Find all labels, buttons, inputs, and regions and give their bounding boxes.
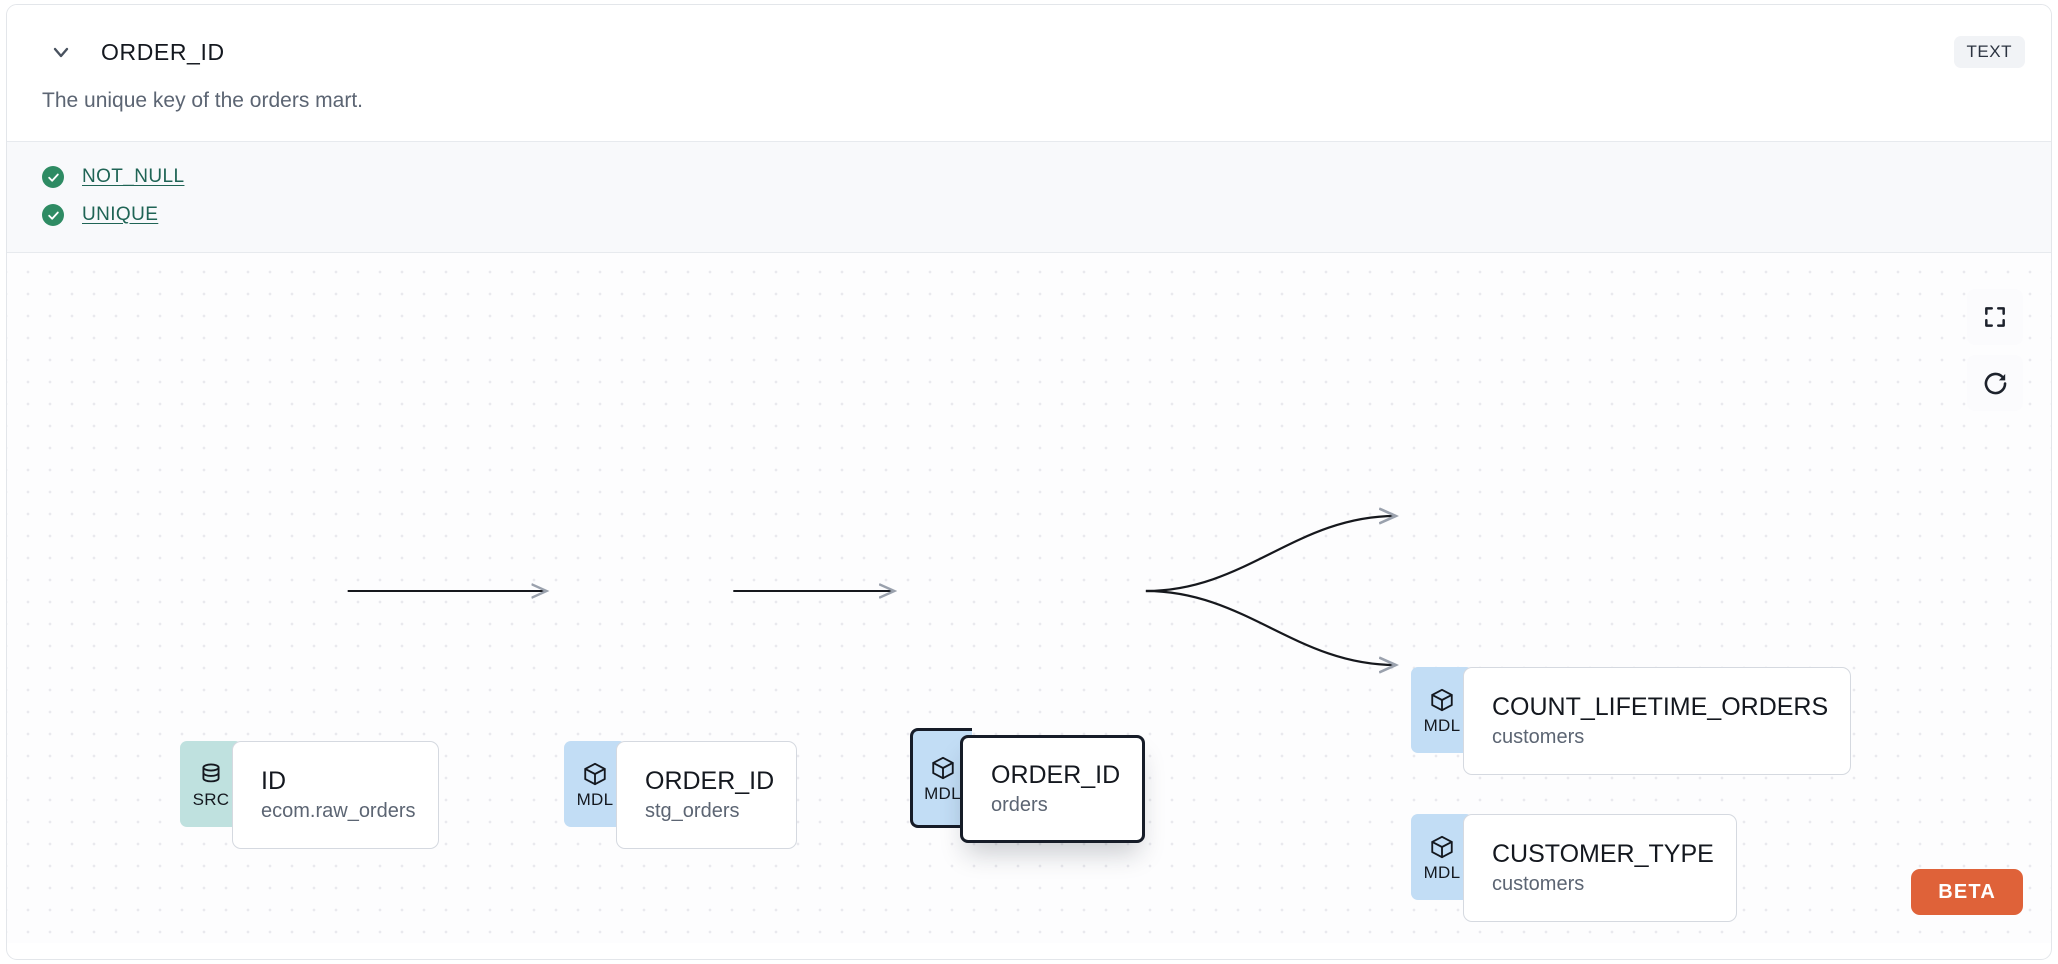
- node-badge-mdl: MDL: [564, 741, 626, 827]
- cube-icon: [1431, 835, 1453, 858]
- node-body: ID ecom.raw_orders: [232, 741, 439, 849]
- lineage-graph-canvas[interactable]: SRC ID ecom.raw_orders MDL ORDER_ID stg_…: [7, 253, 2051, 943]
- cube-icon: [584, 762, 606, 785]
- fullscreen-icon: [1985, 307, 2005, 327]
- refresh-icon: [1984, 372, 2006, 394]
- node-body: CUSTOMER_TYPE customers: [1463, 814, 1737, 922]
- check-circle-icon: [42, 166, 64, 188]
- column-header: ORDER_ID TEXT The unique key of the orde…: [7, 5, 2051, 141]
- edge-orders-to-customer-type: [1145, 589, 1396, 665]
- column-detail-card: ORDER_ID TEXT The unique key of the orde…: [6, 4, 2052, 960]
- node-subtitle: customers: [1492, 726, 1585, 749]
- node-body: ORDER_ID orders: [960, 735, 1146, 843]
- node-badge-label: MDL: [1423, 715, 1461, 735]
- test-link-unique[interactable]: UNIQUE: [82, 204, 159, 225]
- test-row: UNIQUE: [7, 196, 2051, 234]
- tests-section: NOT_NULL UNIQUE: [7, 141, 2051, 253]
- database-icon: [202, 763, 220, 782]
- column-description: The unique key of the orders mart.: [42, 89, 363, 112]
- refresh-button[interactable]: [1967, 355, 2023, 411]
- node-name: CUSTOMER_TYPE: [1492, 839, 1714, 868]
- node-subtitle: orders: [991, 794, 1048, 817]
- node-name: COUNT_LIFETIME_ORDERS: [1492, 692, 1829, 721]
- lineage-node-mdl-orders-selected[interactable]: MDL ORDER_ID orders: [910, 728, 1146, 843]
- test-row: NOT_NULL: [7, 158, 2051, 196]
- page-title: ORDER_ID: [101, 38, 225, 65]
- column-header-row: ORDER_ID TEXT: [7, 5, 2051, 75]
- node-subtitle: customers: [1492, 873, 1585, 896]
- node-badge-mdl: MDL: [1411, 814, 1473, 900]
- canvas-controls: [1967, 289, 2023, 411]
- node-badge-label: SRC: [192, 789, 230, 809]
- node-name: ID: [261, 766, 286, 795]
- node-body: ORDER_ID stg_orders: [616, 741, 798, 849]
- node-badge-label: MDL: [576, 789, 614, 809]
- node-subtitle: stg_orders: [645, 800, 740, 823]
- lineage-node-mdl-count-lifetime-orders[interactable]: MDL COUNT_LIFETIME_ORDERS customers: [1411, 667, 1852, 775]
- check-circle-icon: [42, 204, 64, 226]
- test-link-not-null[interactable]: NOT_NULL: [82, 166, 185, 187]
- data-type-badge: TEXT: [1953, 36, 2025, 68]
- node-badge-src: SRC: [180, 741, 242, 827]
- node-name: ORDER_ID: [991, 760, 1121, 789]
- node-badge-label: MDL: [924, 783, 961, 803]
- node-subtitle: ecom.raw_orders: [261, 800, 416, 823]
- cube-icon: [1431, 688, 1453, 711]
- beta-badge[interactable]: BETA: [1911, 869, 2023, 915]
- cube-icon: [931, 756, 954, 779]
- lineage-node-src-id[interactable]: SRC ID ecom.raw_orders: [180, 741, 439, 849]
- node-body: COUNT_LIFETIME_ORDERS customers: [1463, 667, 1852, 775]
- node-badge-mdl: MDL: [1411, 667, 1473, 753]
- chevron-down-icon[interactable]: [47, 38, 75, 66]
- node-name: ORDER_ID: [645, 766, 775, 795]
- fit-view-button[interactable]: [1967, 289, 2023, 345]
- lineage-node-mdl-customer-type[interactable]: MDL CUSTOMER_TYPE customers: [1411, 814, 1737, 922]
- edge-orders-to-count-lifetime-orders: [1145, 516, 1396, 593]
- node-badge-label: MDL: [1423, 862, 1461, 882]
- lineage-node-mdl-stg-orders[interactable]: MDL ORDER_ID stg_orders: [564, 741, 798, 849]
